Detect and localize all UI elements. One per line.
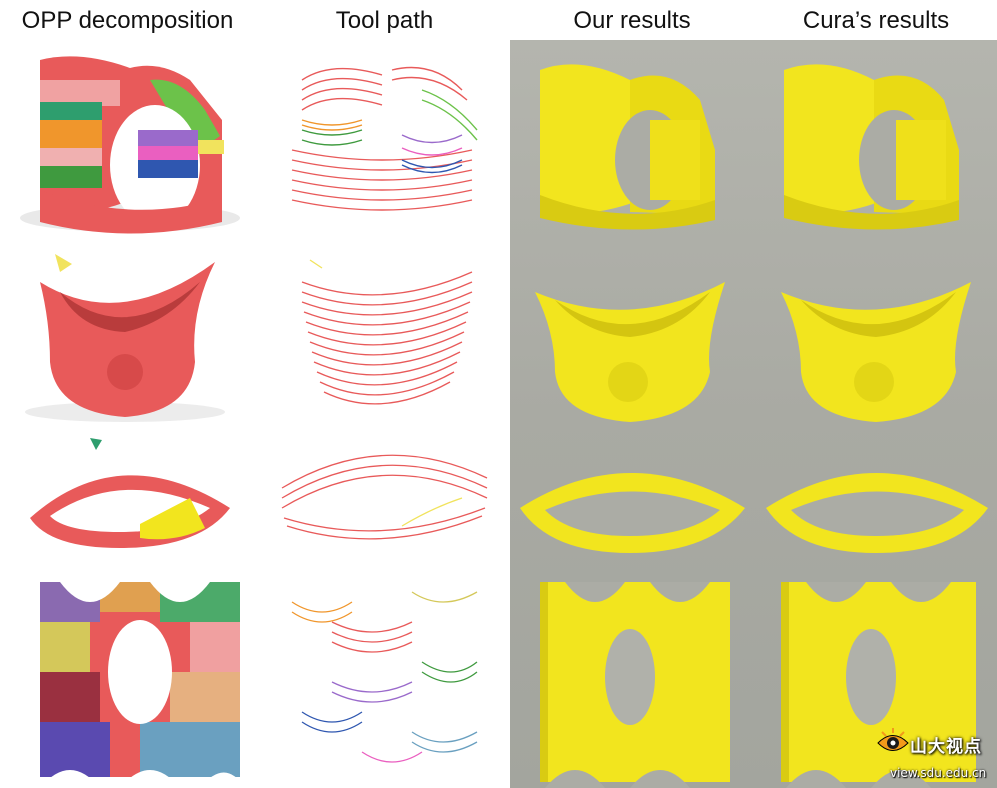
row3-cura-result-photo (756, 428, 997, 560)
header-our-results: Our results (573, 7, 691, 34)
row4-our-result-photo (510, 562, 754, 788)
row2-cura-result-photo (756, 242, 997, 426)
row4-cura-result-photo (756, 562, 997, 788)
row1-opp-decomposition-image (0, 40, 258, 240)
row3-tool-path-image (262, 428, 508, 560)
comparison-grid (0, 40, 997, 788)
row3-opp-decomposition-image (0, 428, 258, 560)
row2-tool-path-image (262, 242, 508, 426)
row3-our-result-photo (510, 428, 754, 560)
row4-tool-path-image (262, 562, 508, 788)
row1-cura-result-photo (756, 40, 997, 240)
row1-tool-path-image (262, 40, 508, 240)
header-cura-results: Cura’s results (802, 7, 950, 34)
sdu-watermark-url: view.sdu.edu.cn (890, 766, 987, 780)
sdu-watermark: 山大视点 view.sdu.edu.cn (876, 722, 996, 784)
row4-opp-decomposition-image (0, 562, 258, 788)
row2-opp-decomposition-image (0, 242, 258, 426)
sdu-watermark-text: 山大视点 (910, 737, 982, 757)
header-tool-path: Tool path (335, 7, 434, 34)
row1-our-result-photo (510, 40, 754, 240)
row2-our-result-photo (510, 242, 754, 426)
header-opp-decomposition: OPP decomposition (21, 7, 234, 34)
sdu-eye-logo-icon (876, 726, 910, 760)
column-headers: OPP decomposition Tool path Our results … (0, 0, 997, 40)
